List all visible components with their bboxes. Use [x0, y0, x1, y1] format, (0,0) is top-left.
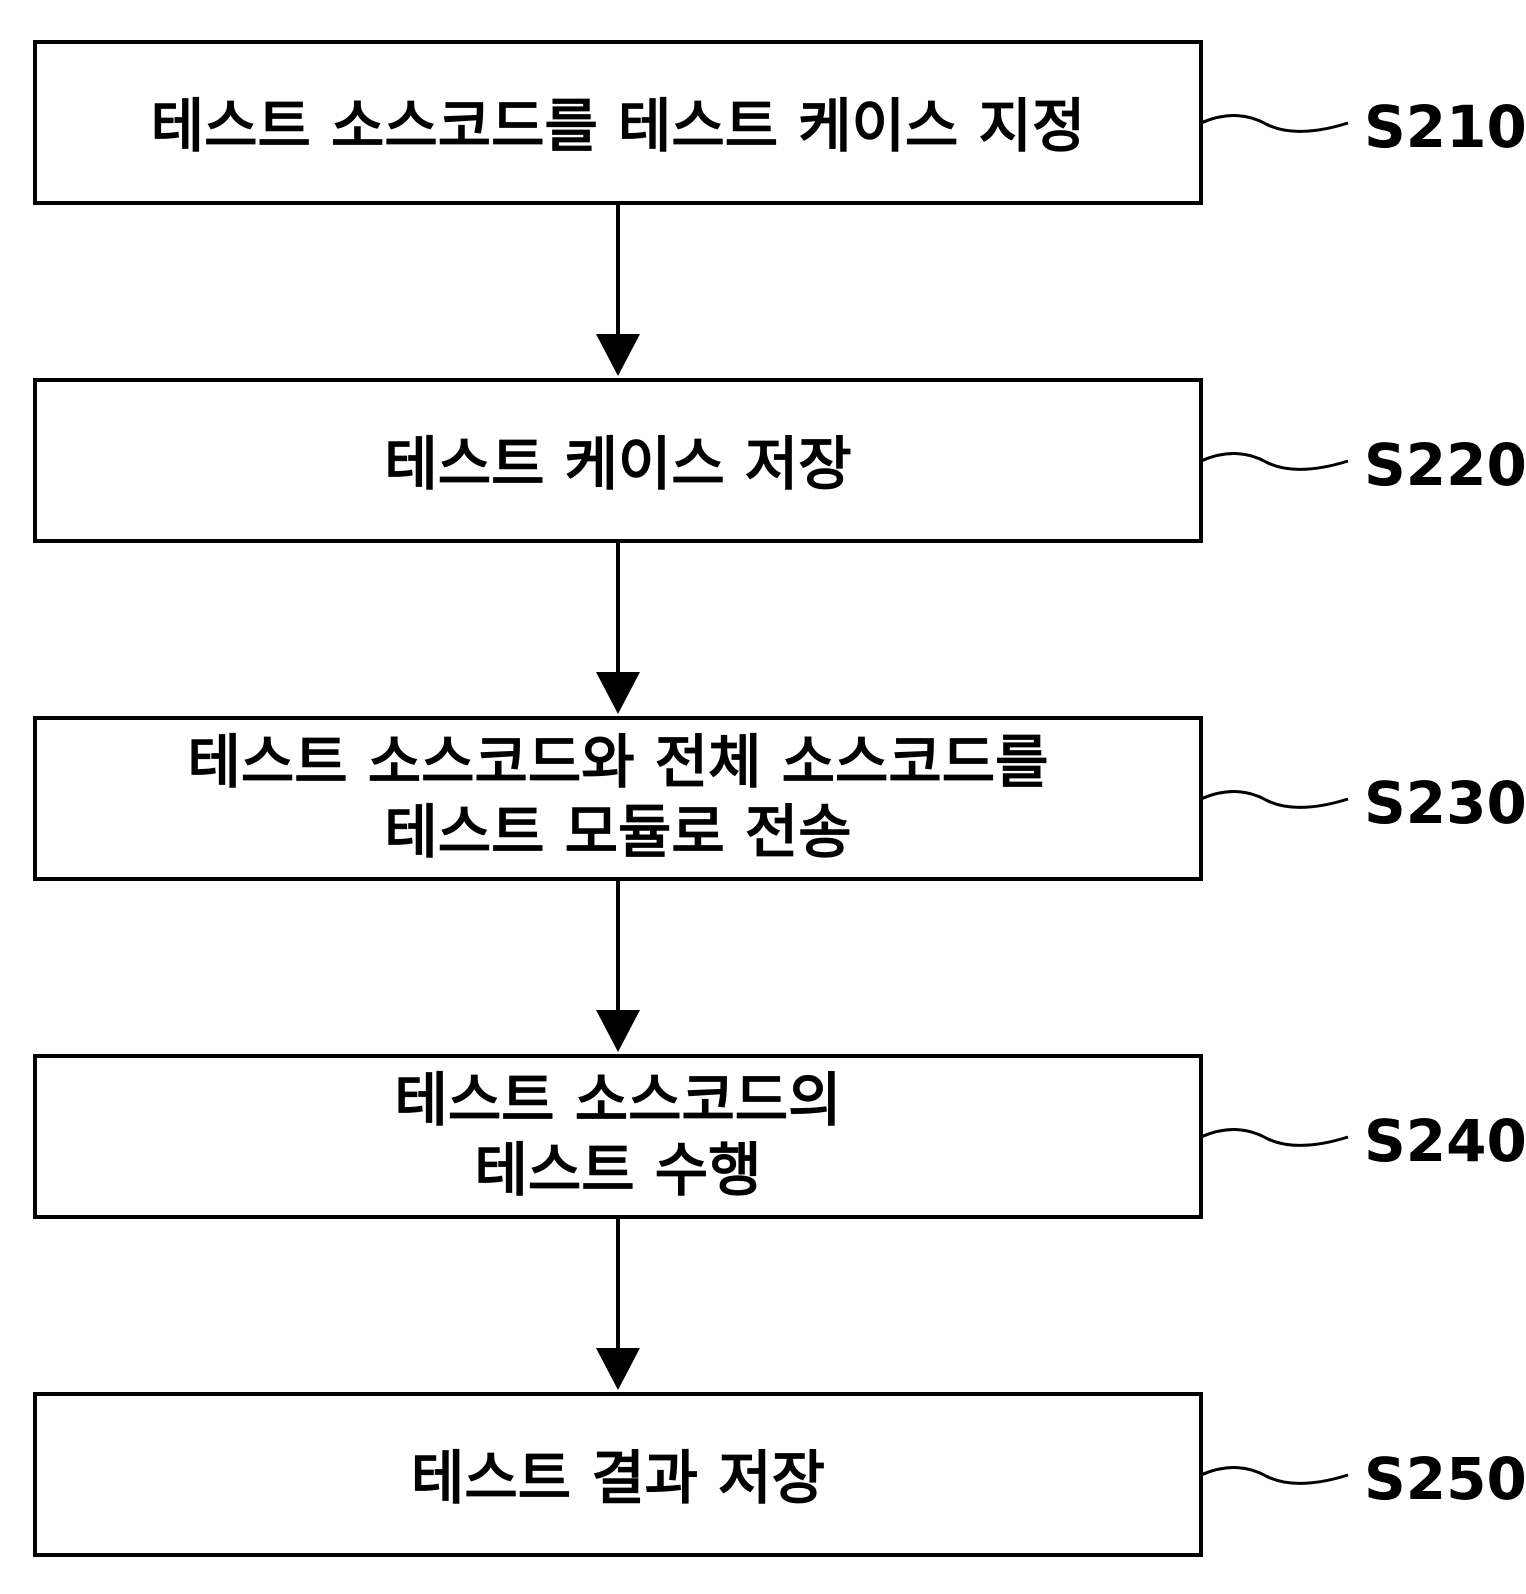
leader-line-s240 [1200, 1128, 1349, 1147]
step-label-s210: S210 [1364, 93, 1526, 161]
step-label-s240: S240 [1364, 1107, 1526, 1175]
leader-line-s220 [1200, 452, 1349, 471]
step-text-s230-line1: 테스트 소스코드와 전체 소스코드를 [188, 728, 1049, 796]
leader-line-s210 [1200, 114, 1349, 133]
step-label-s250: S250 [1364, 1445, 1526, 1513]
step-text-s250-line1: 테스트 결과 저장 [411, 1444, 825, 1512]
arrow-head-3 [596, 1010, 640, 1052]
step-text-s220-line1: 테스트 케이스 저장 [384, 430, 851, 498]
step-text-s230-line2: 테스트 모듈로 전송 [384, 798, 851, 866]
arrow-head-4 [596, 1348, 640, 1390]
arrow-head-1 [596, 334, 640, 376]
step-label-s220: S220 [1364, 431, 1526, 499]
step-label-s230: S230 [1364, 769, 1526, 837]
arrow-head-2 [596, 672, 640, 714]
leader-line-s250 [1200, 1466, 1349, 1485]
step-text-s240-line2: 테스트 수행 [475, 1136, 762, 1204]
step-text-s240-line1: 테스트 소스코드의 [394, 1066, 841, 1134]
step-text-s210-line1: 테스트 소스코드를 테스트 케이스 지정 [151, 92, 1086, 160]
leader-line-s230 [1200, 790, 1349, 809]
